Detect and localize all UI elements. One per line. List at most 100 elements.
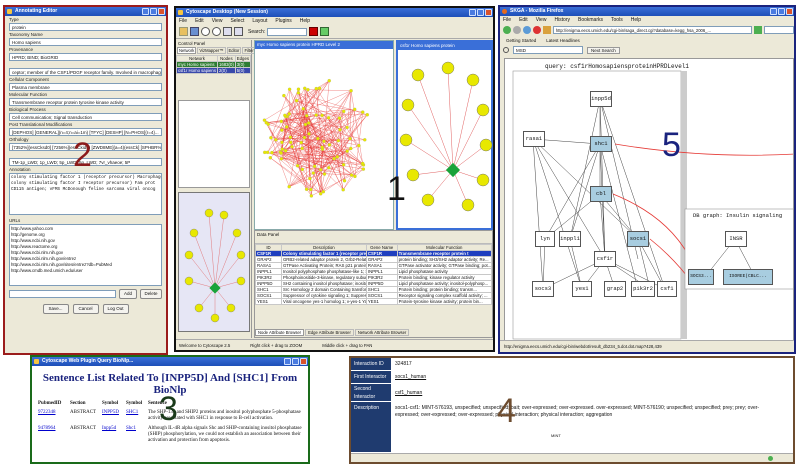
table-row[interactable]: SOCS1 Suppressor of cytokine signaling 1…: [255, 292, 493, 299]
menu-file[interactable]: File: [503, 17, 512, 23]
search-input[interactable]: [267, 27, 308, 36]
biological-field[interactable]: Cell communication; Signal transduction: [9, 113, 162, 121]
maximize-icon[interactable]: [477, 9, 484, 16]
symbol2-link[interactable]: SHC1: [126, 410, 139, 415]
go-icon[interactable]: [754, 26, 763, 34]
menu-file[interactable]: File: [179, 18, 188, 24]
menu-plugins[interactable]: Plugins: [275, 18, 292, 24]
pmid-link[interactable]: 9722348: [38, 410, 56, 415]
annotation-textarea[interactable]: colony stimulating factor 1 (receptor pr…: [9, 173, 162, 215]
orthology-field[interactable]: [7352%](essCksd0] [7256%](essCkid0) [ZWD…: [9, 143, 162, 151]
search-engine-icon[interactable]: [764, 26, 794, 34]
bookmark-getting-started[interactable]: Getting Started: [506, 38, 537, 43]
menu-view[interactable]: View: [211, 18, 223, 24]
menu-view[interactable]: View: [535, 17, 547, 23]
menu-edit[interactable]: Edit: [519, 17, 528, 23]
close-icon[interactable]: [300, 358, 307, 365]
zoom-out-icon[interactable]: [212, 27, 221, 36]
layout-icon[interactable]: [320, 27, 330, 36]
back-icon[interactable]: [503, 26, 511, 34]
col-gene[interactable]: Gene Name: [365, 244, 398, 251]
table-row[interactable]: RASA1 GTPase Activating Protein; RAS p21…: [255, 262, 493, 269]
url-item[interactable]: http://www.cmdb.med.umich.edu/user: [11, 268, 83, 273]
taxonomy-field[interactable]: Homo sapiens: [9, 38, 162, 46]
table-row[interactable]: YES1 Viral oncogene yes-1 homolog 1; v-y…: [255, 298, 493, 305]
node-socs3-db[interactable]: SOCS3...: [688, 269, 714, 285]
node-cblc-db[interactable]: ISOREE(CBLC...: [723, 269, 773, 285]
table-row[interactable]: INPP5D SH2 containing inositol phosphata…: [255, 280, 493, 287]
delete-url-button[interactable]: Delete: [140, 289, 162, 299]
bionlp-titlebar[interactable]: Cytoscape Web Plugin Query BioNlp...: [32, 357, 308, 366]
stop-icon[interactable]: [532, 26, 541, 34]
menu-bookmarks[interactable]: Bookmarks: [578, 17, 604, 23]
close-icon[interactable]: [158, 8, 165, 15]
node-grap2[interactable]: grap2: [604, 281, 626, 297]
menu-tools[interactable]: Tools: [611, 17, 623, 23]
network-view-myc[interactable]: myc Homo sapiens protein HPRD Level 2: [254, 40, 394, 230]
type-field[interactable]: protein: [9, 23, 162, 31]
url-item[interactable]: http://www.ncbi.nih.gov: [11, 238, 55, 243]
close-icon[interactable]: [485, 9, 492, 16]
menu-select[interactable]: Select: [230, 18, 245, 24]
cellular-field[interactable]: Plasma membrane: [9, 83, 162, 91]
provenance-field[interactable]: HPRD; BIND; BioGRID: [9, 53, 162, 61]
node-rasa1[interactable]: rasa1: [523, 131, 545, 147]
menu-help[interactable]: Help: [630, 17, 641, 23]
tab-edge-attributes[interactable]: Edge Attribute Browser: [305, 329, 354, 336]
ptm-field[interactable]: [DEPHOS] [GENERAL](n=4;n=ai=1m) [TFYC] […: [9, 128, 162, 136]
birds-eye-view[interactable]: [178, 192, 250, 332]
network-view-csf1r[interactable]: csf1r Homo sapiens protein: [396, 40, 493, 230]
node-csf1[interactable]: csf1: [657, 281, 677, 297]
network-window-titlebar[interactable]: csf1r Homo sapiens protein: [398, 42, 491, 50]
second-interactor-value[interactable]: csf1_human: [395, 390, 423, 396]
urls-list[interactable]: http://www.yahoo.com http://genome.org h…: [9, 224, 162, 286]
description-field[interactable]: ceptor; member of the CSF1/PDGF receptor…: [9, 68, 162, 76]
molecular-field[interactable]: Transmembrane receptor protein tyrosine …: [9, 98, 162, 106]
home-icon[interactable]: [542, 26, 551, 34]
pmid-link[interactable]: 9478964: [38, 426, 56, 431]
url-item[interactable]: http://www.ncbi.nlm.nih.gov: [11, 250, 64, 255]
tab-network[interactable]: Network: [177, 47, 197, 54]
table-row[interactable]: csf1r Homo sapiens 2(0) 5(0): [176, 67, 252, 74]
node-pik3r2[interactable]: pik3r2: [631, 281, 655, 297]
url-item[interactable]: http://www.ncbi.nlm.nih.gov/sites/entrez…: [11, 262, 112, 267]
firefox-titlebar[interactable]: SKGA - Mozilla Firefox: [500, 7, 794, 16]
minimize-icon[interactable]: [469, 9, 476, 16]
symbol1-link[interactable]: INPP5D: [102, 410, 119, 415]
node-socs1[interactable]: socs1: [627, 231, 649, 247]
node-yes1[interactable]: yes1: [572, 281, 592, 297]
logout-button[interactable]: Log Out: [102, 304, 129, 314]
node-socs3[interactable]: socs3: [532, 281, 554, 297]
menu-layout[interactable]: Layout: [252, 18, 268, 24]
forward-icon[interactable]: [512, 26, 521, 34]
save-button[interactable]: Save...: [42, 304, 69, 314]
symbol2-link[interactable]: Shc1: [126, 426, 136, 431]
col-edges[interactable]: Edges: [234, 55, 252, 62]
tab-network-attributes[interactable]: Network Attribute Browser: [354, 329, 410, 336]
maximize-icon[interactable]: [292, 358, 299, 365]
node-inpp5d[interactable]: inpp5d: [590, 91, 612, 107]
cytoscape-titlebar[interactable]: Cytoscape Desktop (New Session): [176, 8, 493, 17]
tab-node-attributes[interactable]: Node Attribute Browser: [255, 329, 305, 336]
url-item[interactable]: http://www.ncbi.nlm.nih.gov/entrez: [11, 256, 77, 261]
annotating-editor-titlebar[interactable]: Annotating Editor: [5, 7, 166, 16]
node-csf1r[interactable]: csf1r: [594, 251, 616, 267]
symbol1-link[interactable]: Inpp5d: [102, 426, 117, 431]
bookmark-latest-headlines[interactable]: Latest Headlines: [546, 38, 580, 43]
menu-history[interactable]: History: [554, 17, 570, 23]
node-insr[interactable]: INSR: [725, 231, 747, 247]
node-shc1[interactable]: shc1: [590, 136, 612, 152]
node-inppl1[interactable]: inppl1: [559, 231, 581, 247]
add-url-button[interactable]: Add: [119, 289, 137, 299]
url-item[interactable]: http://www.reactome.org: [11, 244, 58, 249]
table-row[interactable]: CSF1R Colony stimulating factor 1 (recep…: [255, 250, 493, 257]
node-cbl[interactable]: cbl: [590, 186, 612, 202]
uniprot-field[interactable]: TM-1p_LWD; 1p_LWD; 5p_LWD; 5p_LWD; 7vr_v…: [9, 158, 162, 166]
find-next-button[interactable]: Next Search: [587, 46, 620, 54]
node-lyn[interactable]: lyn: [535, 231, 555, 247]
maximize-icon[interactable]: [778, 8, 785, 15]
open-icon[interactable]: [179, 27, 188, 36]
maximize-icon[interactable]: [150, 8, 157, 15]
zoom-select-icon[interactable]: [234, 27, 243, 36]
close-icon[interactable]: [786, 8, 793, 15]
